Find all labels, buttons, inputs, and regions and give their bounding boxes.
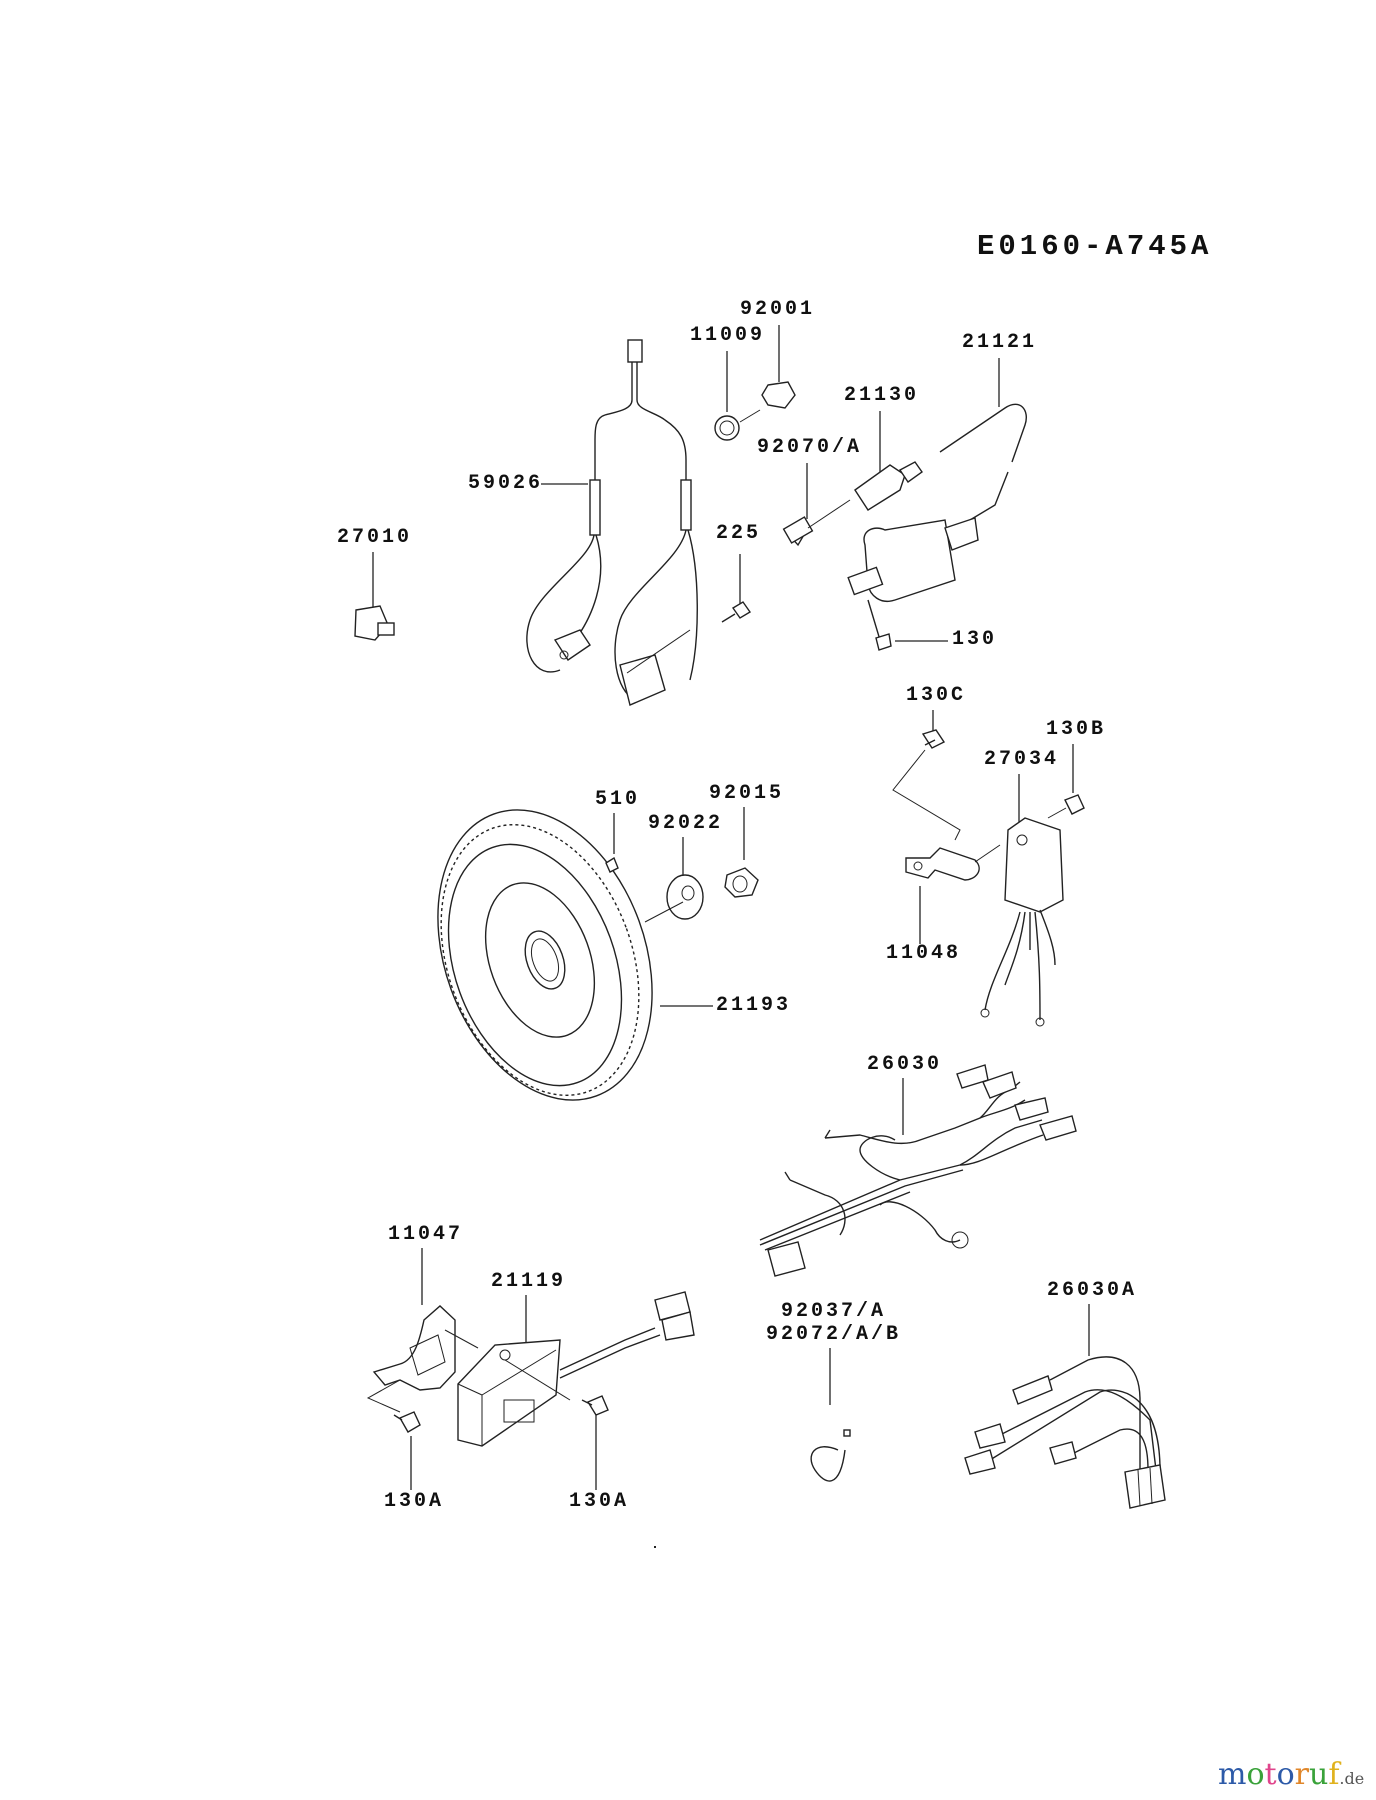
ignition-coil-drawing <box>782 403 1027 651</box>
part-label-11048[interactable]: 11048 <box>886 942 962 965</box>
part-label-92037-a[interactable]: 92037/A <box>781 1300 887 1323</box>
brand-letter: r <box>1294 1757 1309 1792</box>
part-label-225[interactable]: 225 <box>716 522 762 545</box>
brand-letter: o <box>1246 1757 1265 1792</box>
part-label-92070-a[interactable]: 92070/A <box>757 436 863 459</box>
brand-letter: m <box>1218 1757 1247 1792</box>
part-label-26030[interactable]: 26030 <box>867 1053 943 1076</box>
sub-harness-26030A-drawing <box>964 1356 1166 1509</box>
wire-harness-59026-drawing <box>526 339 698 706</box>
brand-letter: o <box>1276 1757 1295 1792</box>
part-label-27034[interactable]: 27034 <box>984 748 1060 771</box>
flywheel-21193-drawing <box>437 809 759 1101</box>
brand-tld: .de <box>1339 1769 1365 1788</box>
part-label-92001[interactable]: 92001 <box>740 298 816 321</box>
stray-mark <box>654 1546 656 1548</box>
gasket-and-bolt-drawing <box>714 381 796 441</box>
part-label-21121[interactable]: 21121 <box>962 331 1038 354</box>
screw-225-drawing <box>721 601 752 623</box>
part-label-21119[interactable]: 21119 <box>491 1270 567 1293</box>
oil-switch-27010-drawing <box>354 605 395 641</box>
clamp-drawing <box>810 1429 851 1482</box>
diagram-code: E0160-A745A <box>977 230 1213 263</box>
igniter-21119-drawing <box>366 1291 695 1447</box>
regulator-27034-drawing <box>892 729 1085 1027</box>
part-label-11009[interactable]: 11009 <box>690 324 766 347</box>
leader-lines <box>372 325 1090 1490</box>
part-label-130c[interactable]: 130C <box>906 684 967 707</box>
part-label-130a-left[interactable]: 130A <box>384 1490 445 1513</box>
part-label-130[interactable]: 130 <box>952 628 998 651</box>
part-label-11047[interactable]: 11047 <box>388 1223 464 1246</box>
part-label-26030a[interactable]: 26030A <box>1047 1279 1138 1302</box>
part-label-130a-right[interactable]: 130A <box>569 1490 630 1513</box>
brand-letter: u <box>1308 1757 1329 1792</box>
brand-letter: t <box>1264 1757 1277 1792</box>
part-label-27010[interactable]: 27010 <box>337 526 413 549</box>
part-label-59026[interactable]: 59026 <box>468 472 544 495</box>
part-label-130b[interactable]: 130B <box>1046 718 1107 741</box>
brand-letter: f <box>1328 1757 1340 1792</box>
brand-logo[interactable]: motoruf.de <box>1218 1760 1364 1790</box>
main-harness-26030-drawing <box>759 1064 1077 1277</box>
part-label-21130[interactable]: 21130 <box>844 384 920 407</box>
part-label-92022[interactable]: 92022 <box>648 812 724 835</box>
part-label-92015[interactable]: 92015 <box>709 782 785 805</box>
part-label-510[interactable]: 510 <box>595 788 641 811</box>
part-label-92072-a-b[interactable]: 92072/A/B <box>766 1323 902 1346</box>
part-label-21193[interactable]: 21193 <box>716 994 792 1017</box>
